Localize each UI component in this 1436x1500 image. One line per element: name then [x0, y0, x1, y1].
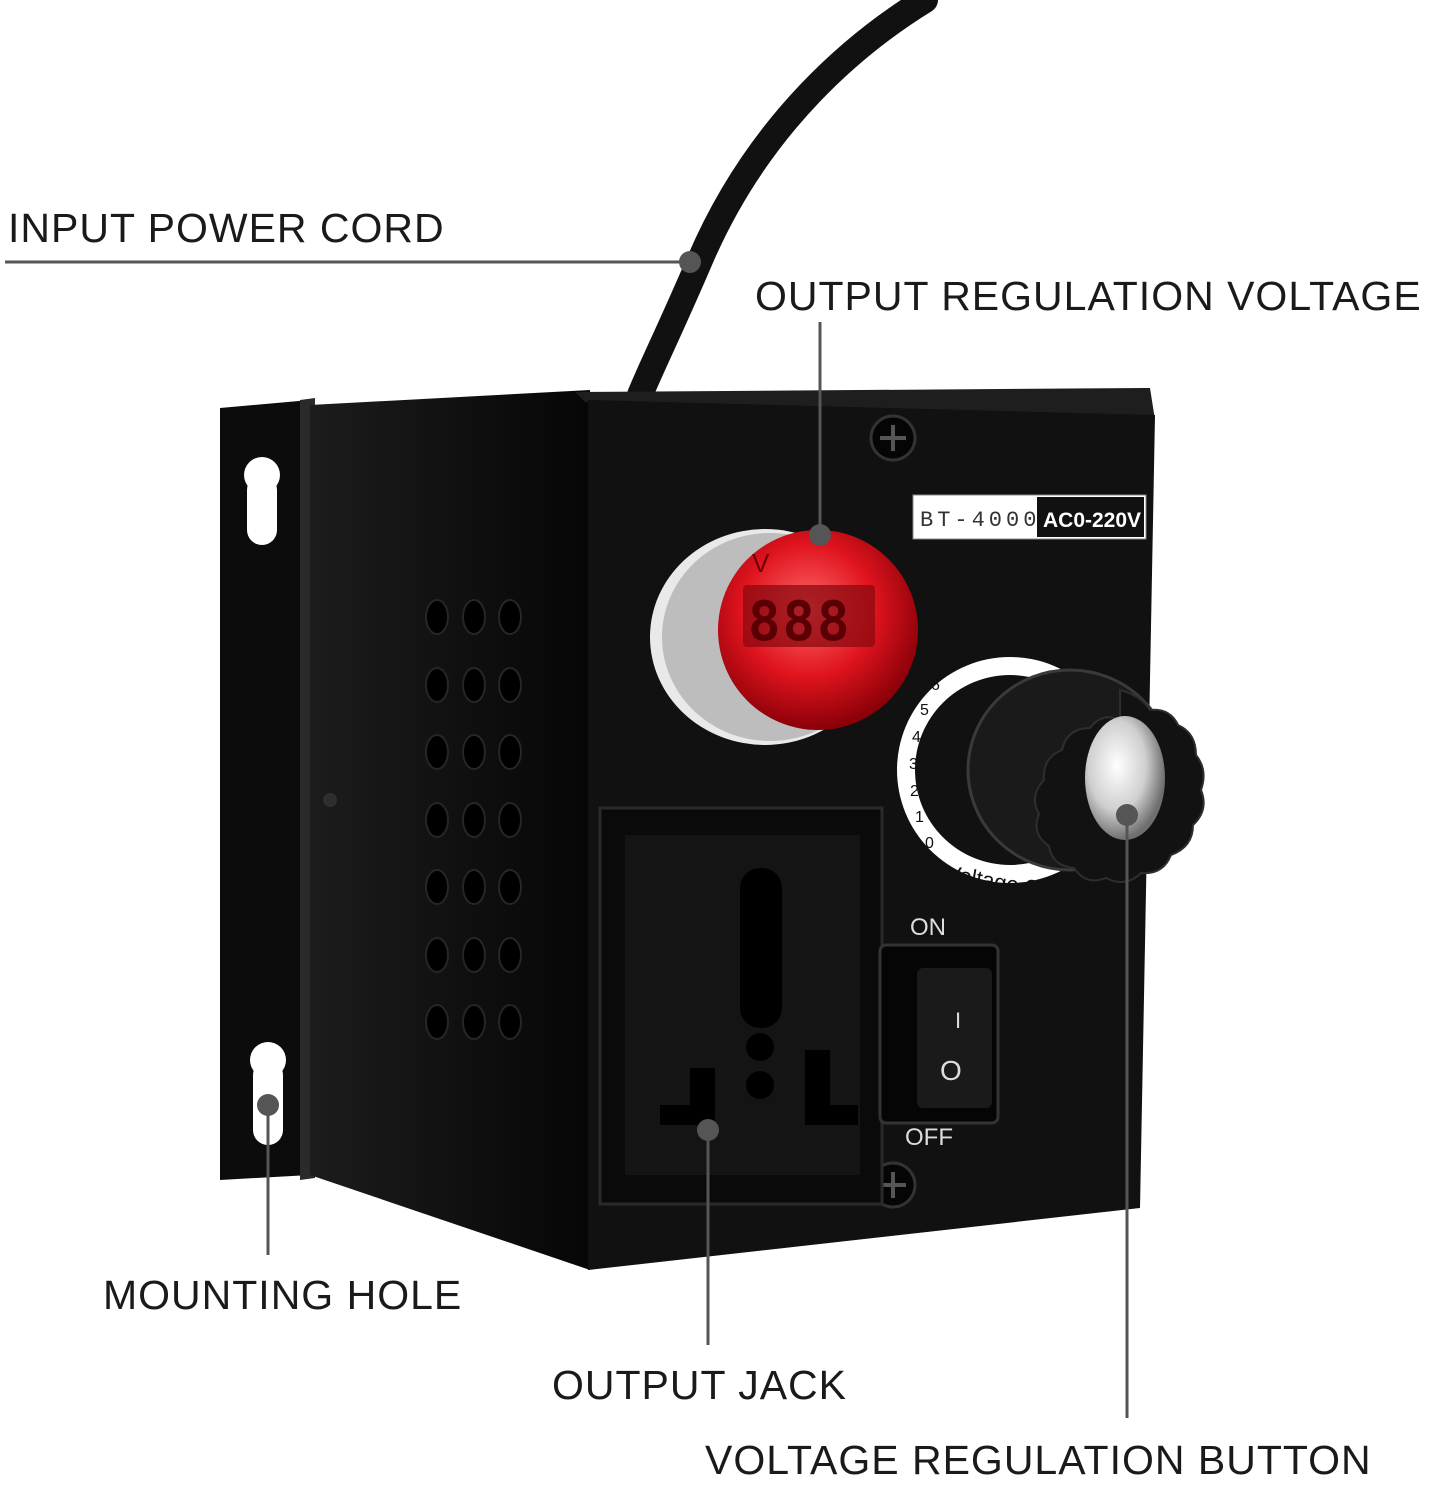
model-label: BT-4000 AC0-220V [912, 494, 1147, 540]
mounting-bracket [220, 400, 310, 1180]
dial-number-6: 6 [931, 677, 940, 694]
callout-dots [257, 251, 1138, 1141]
dial-number-7: 7 [944, 654, 953, 671]
screw-top [869, 414, 917, 462]
dial-number-9: 9 [975, 617, 984, 634]
dial-number-2: 2 [910, 783, 919, 800]
dial-number-12: 12 [1034, 609, 1052, 626]
voltage-rating: AC0-220V [1043, 509, 1141, 532]
display-unit: V [752, 548, 770, 578]
mounting-hole-top [244, 457, 280, 545]
switch-o-mark: O [940, 1055, 962, 1086]
dial-number-15: 15 [1083, 649, 1101, 666]
callout-input-power-cord: INPUT POWER CORD [8, 205, 445, 251]
power-cord [627, 0, 938, 408]
dial-number-4: 4 [912, 729, 921, 746]
voltmeter-display: 888 V [650, 529, 918, 745]
dial-number-5: 5 [920, 702, 929, 719]
dial-number-3: 3 [909, 756, 918, 773]
dial-number-8: 8 [959, 633, 968, 650]
dial-number-0: 0 [925, 835, 934, 852]
callout-leaders [5, 260, 1129, 1418]
dial-number-11: 11 [1012, 604, 1029, 621]
callout-output-jack: OUTPUT JACK [552, 1362, 847, 1408]
display-digits: 888 [748, 590, 852, 653]
model-number: BT-4000 [920, 508, 1040, 533]
dial-number-13: 13 [1054, 619, 1072, 636]
dial-number-14: 14 [1070, 632, 1088, 649]
side-panel [310, 390, 590, 1270]
callout-voltage-regulation-button: VOLTAGE REGULATION BUTTON [705, 1437, 1372, 1483]
output-socket [598, 806, 884, 1206]
switch-off-label: OFF [905, 1124, 953, 1151]
power-switch: ON I O OFF [878, 914, 1000, 1151]
switch-i-mark: I [955, 1008, 961, 1033]
dial-number-1: 1 [915, 809, 924, 826]
callout-mounting-hole: MOUNTING HOLE [103, 1272, 463, 1318]
callout-output-regulation-voltage: OUTPUT REGULATION VOLTAGE [755, 273, 1422, 319]
vent-holes [425, 599, 522, 1040]
switch-on-label: ON [910, 914, 946, 941]
dial-number-10: 10 [990, 606, 1008, 623]
